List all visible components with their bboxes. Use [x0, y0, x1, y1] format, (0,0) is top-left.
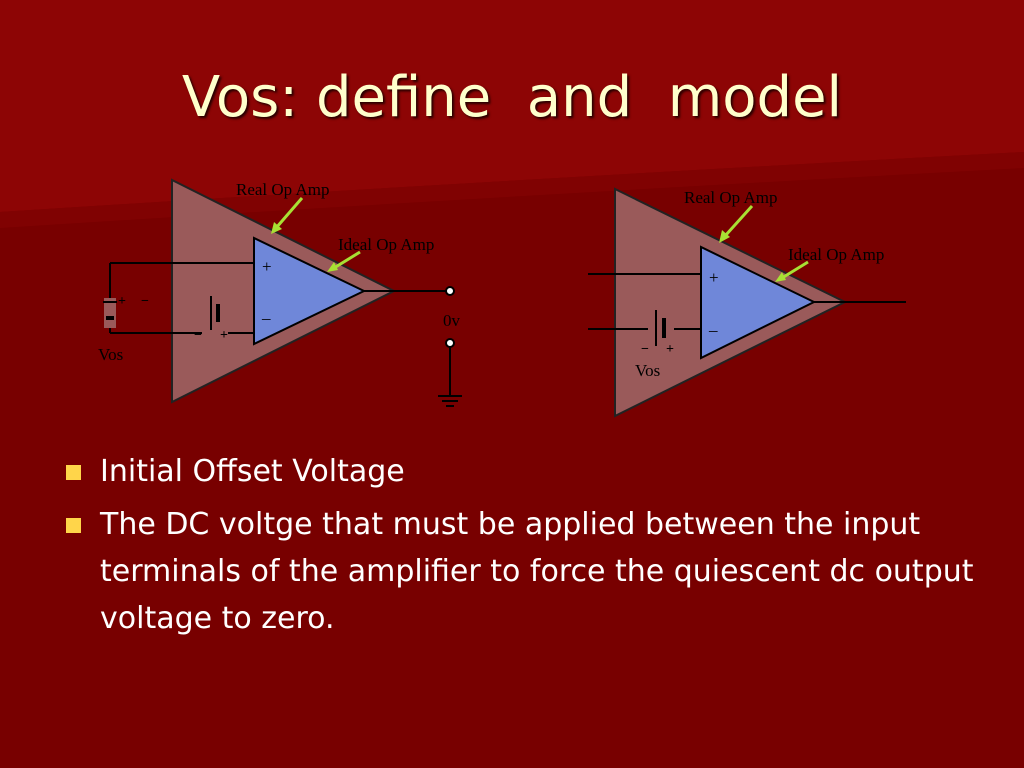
minus-input-label: _ — [261, 303, 271, 322]
battery-plus-label: + — [220, 328, 228, 343]
right-diagram: + _ − + Vos Real Op Amp Ideal Op Amp — [588, 187, 906, 418]
ideal-op-amp-triangle — [253, 236, 367, 346]
left-diagram: + _ + − − + Vos 0v Real Op Amp Ideal Op … — [98, 178, 462, 407]
slide-title: Vos: define and model — [181, 65, 843, 130]
battery-minus-label: − — [641, 342, 649, 357]
ideal-pointer-arrow — [333, 250, 361, 270]
ground-terminal — [445, 338, 455, 348]
bullet-text: Initial Offset Voltage — [100, 454, 405, 489]
ideal-pointer-arrowhead — [327, 262, 338, 272]
battery-plus-label: + — [666, 342, 674, 357]
ideal-pointer-arrowhead — [775, 272, 786, 282]
battery-gap — [202, 320, 228, 344]
bullet-item: The DC voltge that must be applied betwe… — [62, 501, 982, 642]
plus-input-label: + — [262, 257, 272, 276]
bullet-text: The DC voltge that must be applied betwe… — [100, 507, 974, 636]
output-terminal — [445, 286, 455, 296]
ideal-op-amp-triangle — [700, 245, 817, 360]
square-bullet-icon — [66, 465, 81, 480]
ideal-pointer-arrow — [781, 260, 809, 280]
real-pointer-arrowhead — [719, 230, 730, 243]
battery-minus-label: − — [141, 294, 149, 309]
real-op-amp-label: Real Op Amp — [236, 180, 330, 199]
output-voltage-label: 0v — [443, 311, 461, 330]
real-pointer-arrowhead — [271, 222, 282, 234]
battery-gap — [648, 316, 674, 340]
minus-input-label: _ — [708, 315, 718, 334]
plus-input-label: + — [709, 268, 719, 287]
vos-label: Vos — [635, 361, 660, 380]
ideal-op-amp-label: Ideal Op Amp — [338, 235, 434, 254]
bullet-list: Initial Offset Voltage The DC voltge tha… — [62, 448, 982, 648]
real-pointer-arrow — [274, 197, 304, 229]
real-pointer-arrow — [723, 204, 754, 238]
battery-plus-label: + — [118, 294, 126, 309]
bullet-item: Initial Offset Voltage — [62, 448, 982, 495]
battery-minus-label: − — [194, 328, 202, 343]
square-bullet-icon — [66, 518, 81, 533]
ideal-op-amp-label: Ideal Op Amp — [788, 245, 884, 264]
vos-label: Vos — [98, 345, 123, 364]
battery-gap — [104, 298, 116, 328]
real-op-amp-label: Real Op Amp — [684, 188, 778, 207]
